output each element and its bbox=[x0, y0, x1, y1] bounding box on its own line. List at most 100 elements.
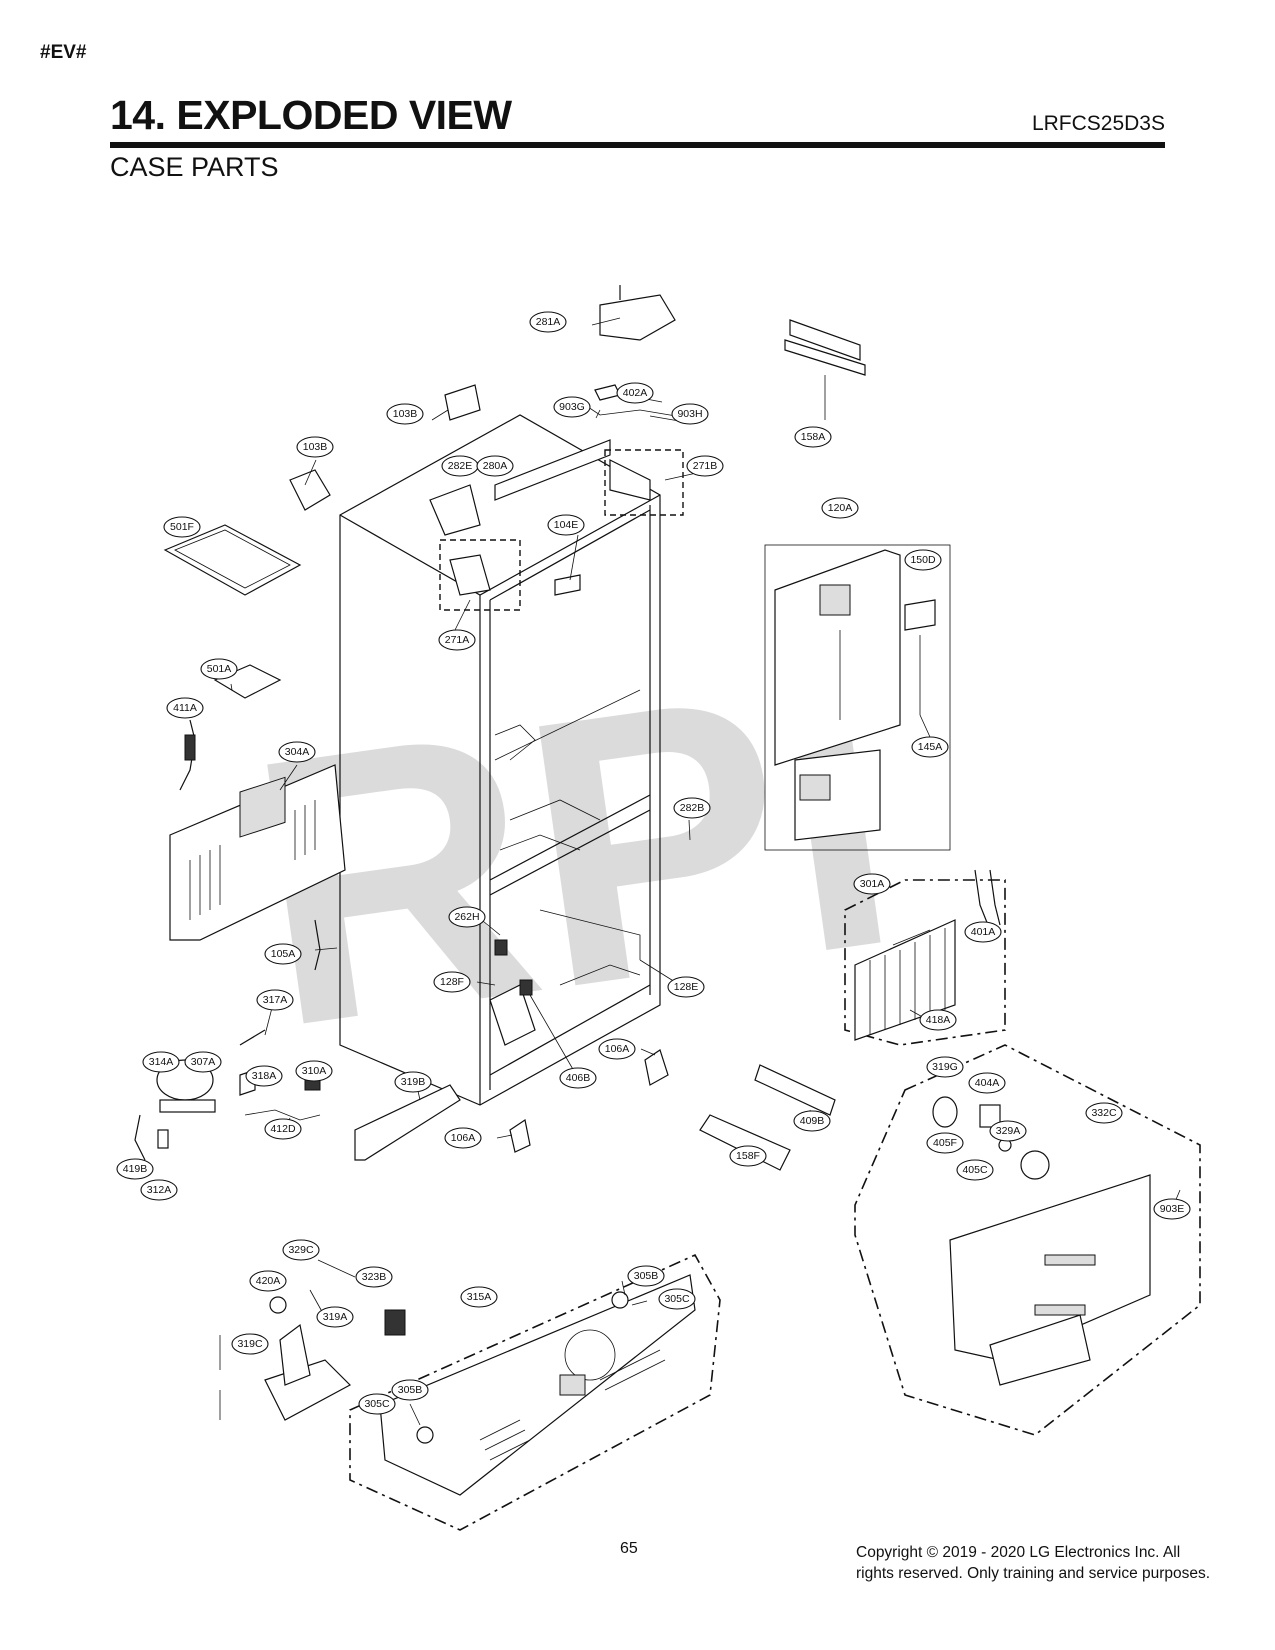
callout-bubble bbox=[658, 1288, 696, 1310]
callout-280a: 280A bbox=[476, 455, 514, 477]
document-tag: #EV# bbox=[40, 42, 87, 63]
callout-bubble bbox=[667, 976, 705, 998]
callout-label: 409B bbox=[800, 1115, 825, 1127]
base-section bbox=[219, 1253, 721, 1531]
callout-bubble bbox=[231, 1333, 269, 1355]
callout-label: 282E bbox=[448, 460, 473, 472]
callout-label: 282B bbox=[680, 802, 705, 814]
model-number: LRFCS25D3S bbox=[1031, 112, 1165, 135]
callout-label: 405F bbox=[933, 1137, 957, 1149]
callout-label: 310A bbox=[302, 1065, 327, 1077]
callout-bubble bbox=[476, 455, 514, 477]
callout-label: 150D bbox=[910, 554, 936, 566]
callout-158a: 158A bbox=[794, 426, 832, 448]
callout-317a: 317A bbox=[256, 989, 294, 1011]
callout-bubble bbox=[166, 697, 204, 719]
callout-label: 104E bbox=[554, 519, 579, 531]
evaporator-section bbox=[844, 869, 1006, 1046]
callout-106a: 106A bbox=[444, 1127, 482, 1149]
callout-903e: 903E bbox=[1153, 1198, 1191, 1220]
callout-label: 314A bbox=[149, 1056, 174, 1068]
callout-label: 158A bbox=[801, 431, 826, 443]
callout-bubble bbox=[316, 1306, 354, 1328]
callout-319b: 319B bbox=[394, 1071, 432, 1093]
callout-bubble bbox=[116, 1158, 154, 1180]
callout-label: 103B bbox=[303, 441, 328, 453]
callout-label: 305C bbox=[364, 1398, 390, 1410]
callout-420a: 420A bbox=[249, 1270, 287, 1292]
callout-label: 401A bbox=[971, 926, 996, 938]
callout-label: 411A bbox=[173, 702, 197, 714]
callout-145a: 145A bbox=[911, 736, 949, 758]
callout-label: 420A bbox=[256, 1275, 281, 1287]
callout-bubble bbox=[671, 403, 709, 425]
callout-bubble bbox=[926, 1132, 964, 1154]
callout-label: 317A bbox=[263, 994, 288, 1006]
callout-103b: 103B bbox=[386, 403, 424, 425]
callout-bubble bbox=[729, 1145, 767, 1167]
copyright-line-1: Copyright © 2019 - 2020 LG Electronics I… bbox=[856, 1544, 1181, 1561]
callout-314a: 314A bbox=[142, 1051, 180, 1073]
callout-bubble bbox=[964, 921, 1002, 943]
callout-label: 262H bbox=[454, 911, 479, 923]
callout-label: 404A bbox=[975, 1077, 1000, 1089]
callout-501f: 501F bbox=[163, 516, 201, 538]
copyright-notice: Copyright © 2019 - 2020 LG Electronics I… bbox=[856, 1542, 1246, 1584]
evaporator-cover bbox=[764, 544, 951, 851]
callout-406b: 406B bbox=[559, 1067, 597, 1089]
callout-323b: 323B bbox=[355, 1266, 393, 1288]
callout-103b: 103B bbox=[296, 436, 334, 458]
callout-bubble bbox=[355, 1266, 393, 1288]
callout-bubble bbox=[904, 549, 942, 571]
callout-105a: 105A bbox=[264, 943, 302, 965]
callout-104e: 104E bbox=[547, 514, 585, 536]
callout-bubble bbox=[163, 516, 201, 538]
callout-bubble bbox=[673, 797, 711, 819]
callout-label: 128F bbox=[440, 976, 464, 988]
callout-label: 312A bbox=[147, 1184, 172, 1196]
callout-401a: 401A bbox=[964, 921, 1002, 943]
callout-412d: 412D bbox=[264, 1118, 302, 1140]
callout-305b: 305B bbox=[391, 1379, 429, 1401]
callout-label: 418A bbox=[926, 1014, 951, 1026]
callout-282b: 282B bbox=[673, 797, 711, 819]
callout-bubble bbox=[1085, 1102, 1123, 1124]
callout-271a: 271A bbox=[438, 629, 476, 651]
callout-label: 103B bbox=[393, 408, 418, 420]
callout-bubble bbox=[616, 382, 654, 404]
callout-418a: 418A bbox=[919, 1009, 957, 1031]
callout-bubble bbox=[140, 1179, 178, 1201]
callout-label: 419B bbox=[123, 1163, 148, 1175]
callout-bubble bbox=[919, 1009, 957, 1031]
callout-label: 305B bbox=[634, 1270, 659, 1282]
callout-label: 319A bbox=[323, 1311, 348, 1323]
callout-label: 271B bbox=[693, 460, 718, 472]
callout-304a: 304A bbox=[278, 741, 316, 763]
callout-319a: 319A bbox=[316, 1306, 354, 1328]
callout-bubble bbox=[559, 1067, 597, 1089]
callout-label: 323B bbox=[362, 1271, 387, 1283]
callout-bubble bbox=[200, 658, 238, 680]
callout-bubble bbox=[989, 1120, 1027, 1142]
callout-128e: 128E bbox=[667, 976, 705, 998]
callout-329a: 329A bbox=[989, 1120, 1027, 1142]
callout-label: 319C bbox=[237, 1338, 263, 1350]
callout-label: 903G bbox=[559, 401, 585, 413]
section-subtitle: CASE PARTS bbox=[110, 152, 279, 182]
callout-label: 301A bbox=[860, 878, 885, 890]
callout-409b: 409B bbox=[793, 1110, 831, 1132]
callout-281a: 281A bbox=[529, 311, 567, 333]
callout-label: 332C bbox=[1091, 1107, 1117, 1119]
callout-label: 106A bbox=[605, 1043, 630, 1055]
callout-bubble bbox=[547, 514, 585, 536]
top-parts bbox=[289, 285, 866, 611]
callout-label: 145A bbox=[918, 741, 943, 753]
callout-903g: 903G bbox=[553, 396, 591, 418]
page-title: 14. EXPLODED VIEW bbox=[110, 92, 512, 138]
callout-411a: 411A bbox=[166, 697, 204, 719]
callout-bubble bbox=[444, 1127, 482, 1149]
callout-bubble bbox=[264, 1118, 302, 1140]
callout-419b: 419B bbox=[116, 1158, 154, 1180]
callout-319g: 319G bbox=[926, 1056, 964, 1078]
